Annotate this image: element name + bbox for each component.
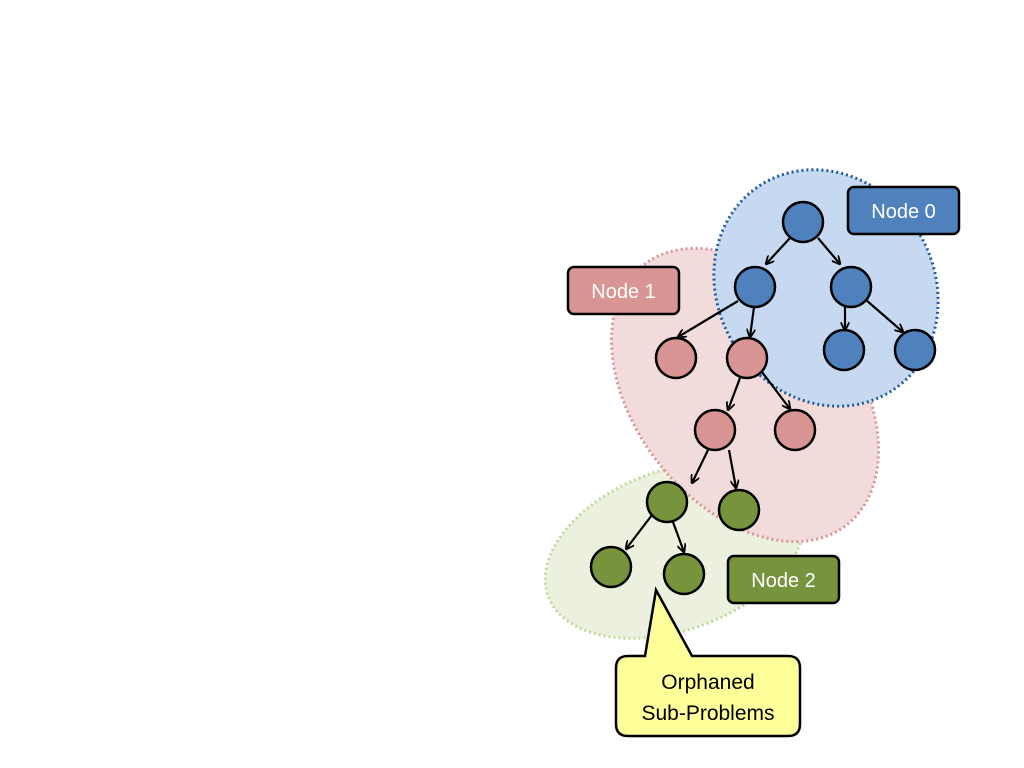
- edge: [678, 300, 739, 337]
- node0-tree-nodes: [733, 200, 937, 372]
- node1-tree-nodes: [654, 336, 817, 452]
- edge: [727, 449, 736, 488]
- callout-line-1: Orphaned: [661, 671, 754, 694]
- node2-label: Node 2: [726, 554, 841, 605]
- tree-node: [829, 265, 873, 309]
- edge: [817, 237, 840, 264]
- edge: [692, 449, 709, 483]
- edge: [750, 306, 754, 337]
- node1-label: Node 1: [566, 265, 681, 316]
- tree-node: [662, 552, 706, 596]
- edge: [671, 521, 684, 552]
- edge: [761, 371, 790, 409]
- edge: [865, 299, 903, 332]
- node2-tree-nodes: [589, 480, 761, 596]
- tree-edges: [626, 237, 903, 552]
- tree-node: [589, 545, 633, 589]
- node1-label-text: Node 1: [591, 281, 656, 303]
- edge: [728, 377, 742, 410]
- tree-node: [693, 408, 737, 452]
- node2-label-text: Node 2: [751, 570, 816, 592]
- callout-line-2: Sub-Problems: [641, 702, 774, 725]
- tree-node: [893, 328, 937, 372]
- tree-node: [773, 408, 817, 452]
- tree-node: [645, 480, 689, 524]
- tree-node: [781, 200, 825, 244]
- edge: [766, 237, 791, 264]
- node0-label-text: Node 0: [871, 201, 936, 223]
- tree-node: [822, 328, 866, 372]
- orphaned-callout: Orphaned Sub-Problems: [614, 586, 802, 738]
- tree-node: [725, 336, 769, 380]
- tree-node: [654, 336, 698, 380]
- node0-label: Node 0: [846, 185, 961, 236]
- tree-node: [717, 488, 761, 532]
- tree-node: [733, 265, 777, 309]
- edge: [626, 514, 653, 549]
